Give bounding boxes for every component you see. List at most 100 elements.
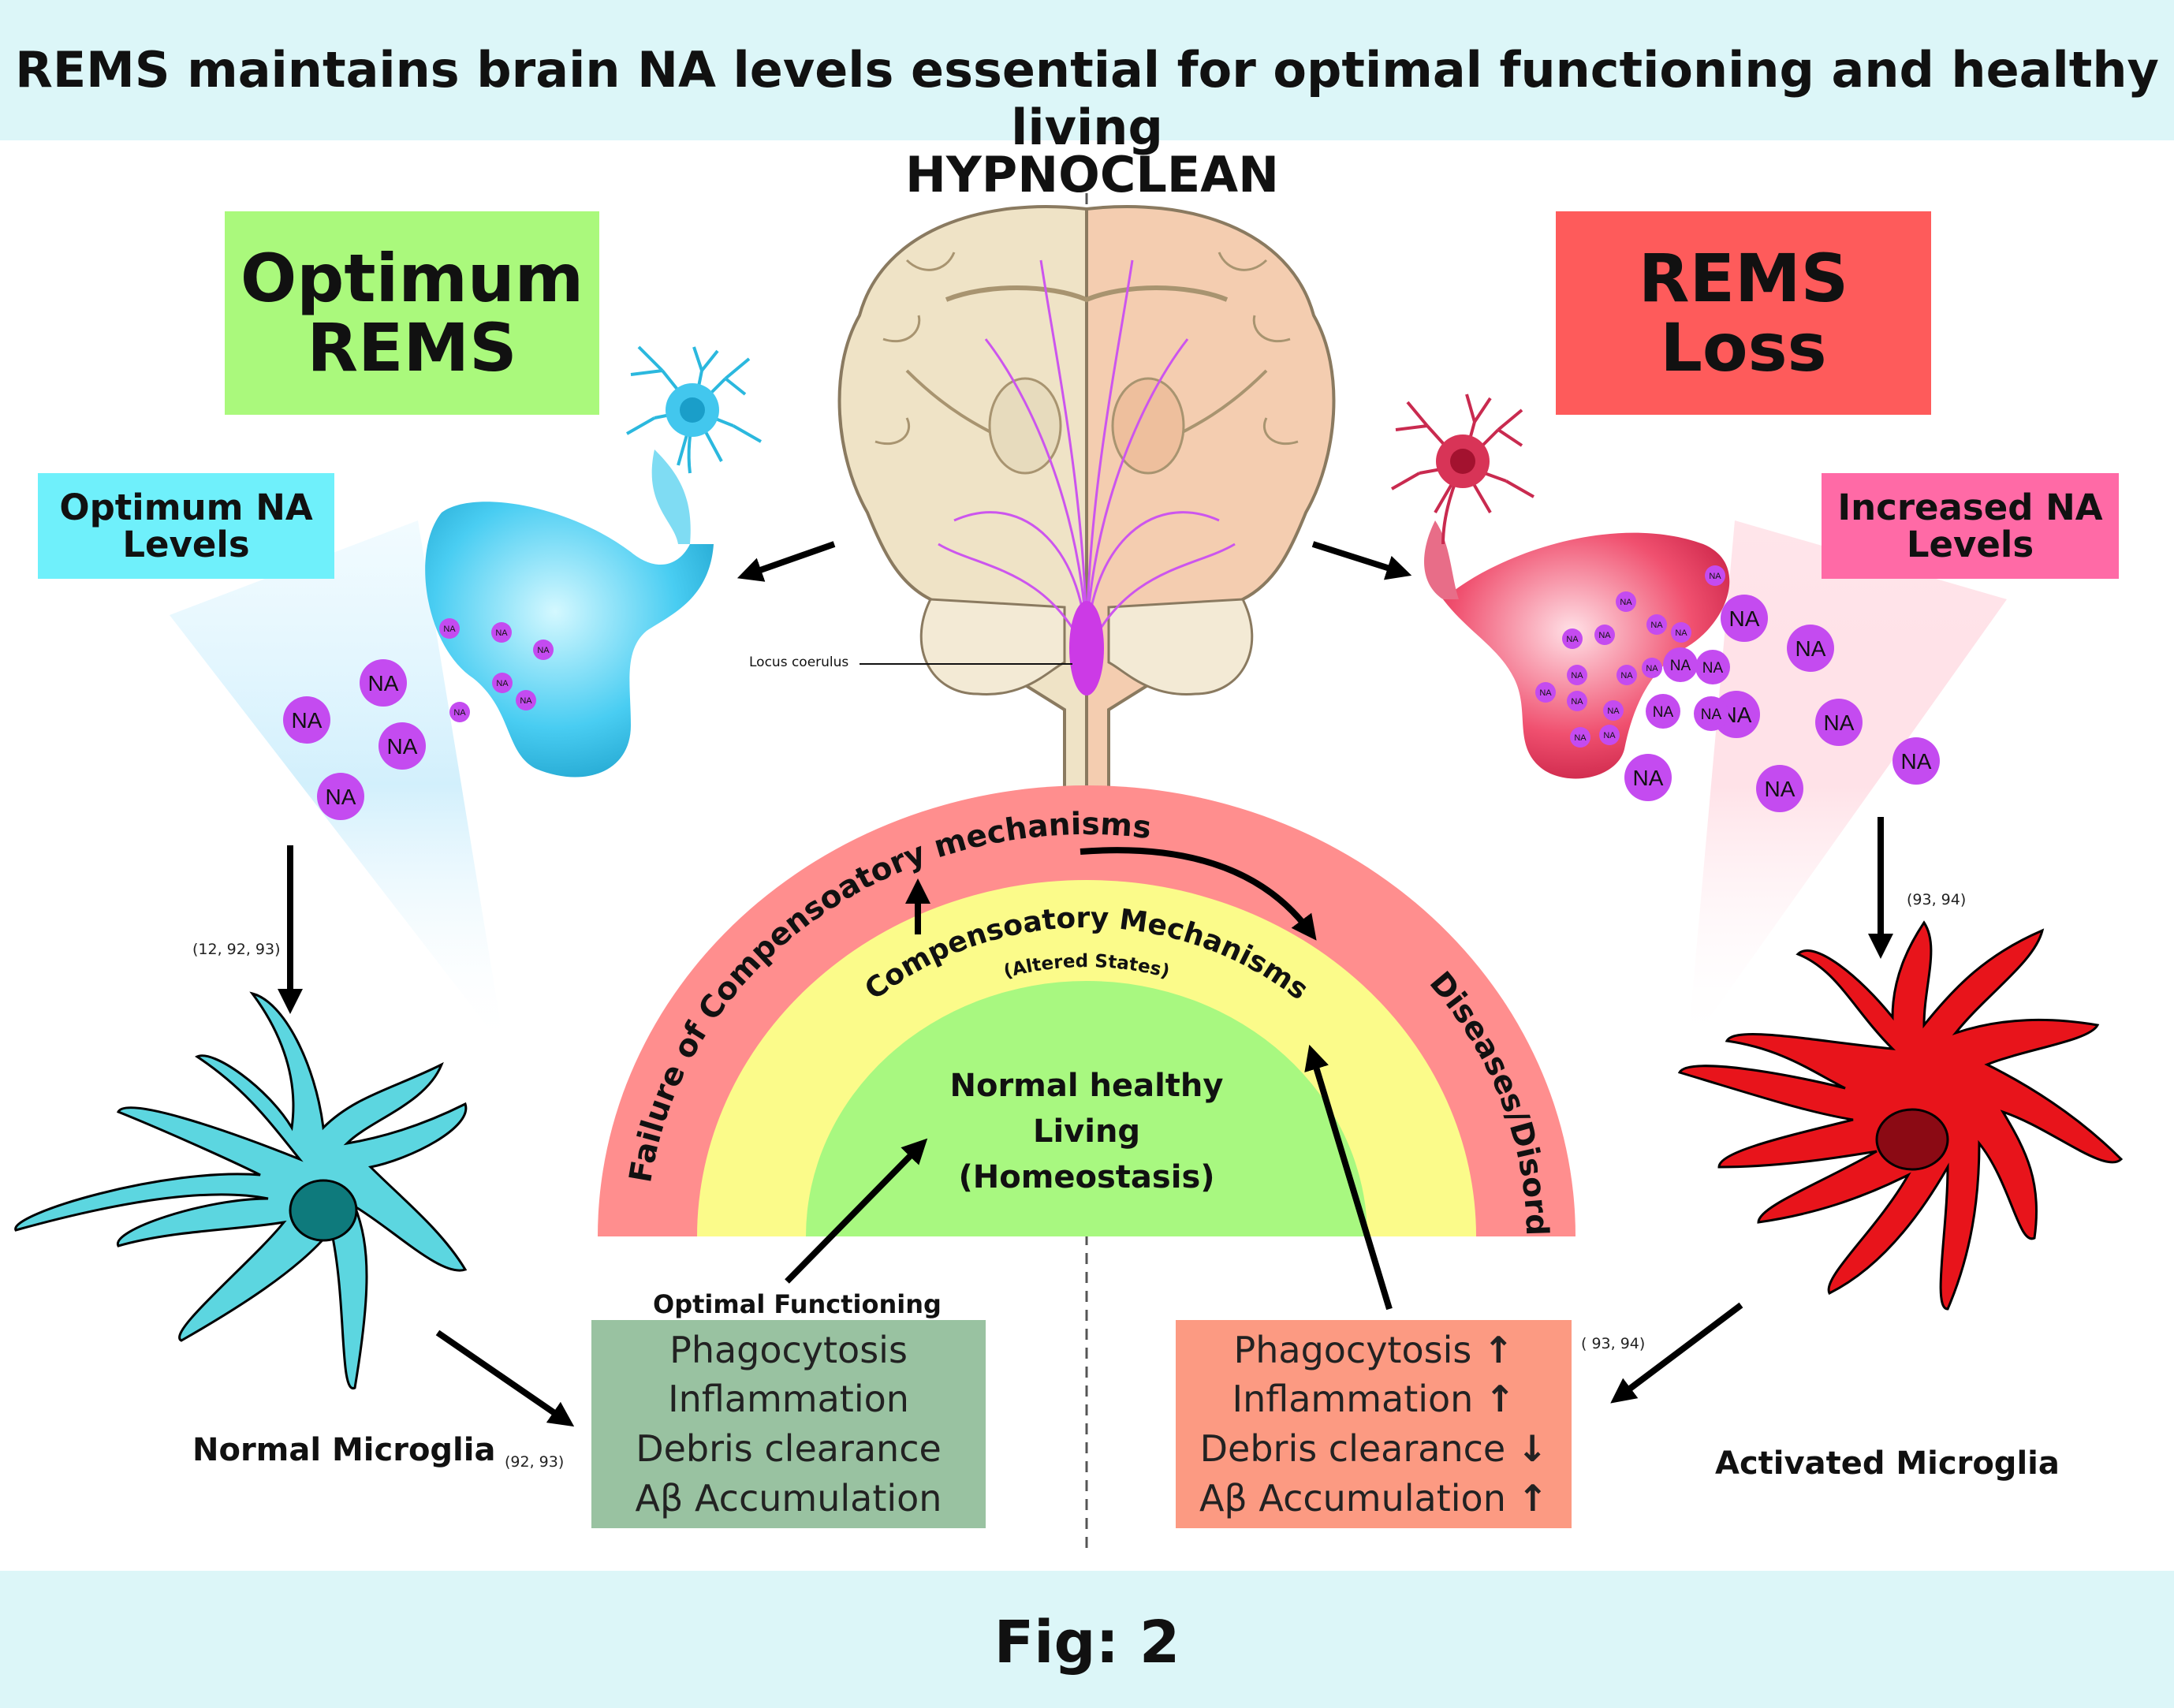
na-vesicle bbox=[1570, 727, 1590, 748]
na-vesicle bbox=[439, 618, 460, 639]
na-vesicle-label: NA bbox=[1574, 733, 1587, 743]
altered-item-arrow: ↓ bbox=[1516, 1427, 1548, 1470]
na-vesicle bbox=[1756, 765, 1803, 812]
na-vesicle-label: NA bbox=[520, 696, 532, 706]
optimal-item: Inflammation bbox=[668, 1378, 909, 1421]
altered-item-arrow: ↑ bbox=[1484, 1378, 1516, 1421]
footer-band bbox=[0, 1571, 2174, 1708]
left-neuron-nucleus bbox=[680, 397, 705, 423]
na-vesicle-label: NA bbox=[1646, 664, 1658, 673]
altered-item: Inflammation ↑ bbox=[1232, 1374, 1516, 1424]
na-vesicle bbox=[1787, 625, 1834, 672]
left-axon-terminal bbox=[425, 449, 714, 778]
na-vesicle bbox=[1642, 658, 1662, 678]
arrow-optimal-to-healthy bbox=[785, 1138, 928, 1284]
na-vesicle bbox=[449, 702, 470, 722]
na-vesicle bbox=[1705, 565, 1725, 586]
figure-title: REMS maintains brain NA levels essential… bbox=[15, 41, 2159, 156]
normal-microglia-nucleus bbox=[289, 1179, 358, 1242]
na-vesicle-label: NA bbox=[495, 628, 508, 638]
na-vesicle bbox=[492, 673, 513, 693]
figure-caption: Fig: 2 bbox=[994, 1609, 1180, 1676]
rems-loss-box: REMS Loss bbox=[1556, 211, 1931, 415]
na-vesicle-label: NA bbox=[1675, 628, 1687, 638]
na-vesicle bbox=[1694, 696, 1728, 731]
activated-microglia-label: Activated Microglia bbox=[1715, 1445, 2060, 1482]
altered-item-text: Aβ Accumulation bbox=[1199, 1476, 1506, 1520]
brain-illustration bbox=[837, 205, 1336, 820]
activated-microglia-nucleus bbox=[1875, 1108, 1949, 1171]
na-vesicle bbox=[1599, 725, 1620, 745]
normal-microglia bbox=[14, 991, 468, 1389]
na-vesicle-label: NA bbox=[1709, 572, 1721, 581]
na-vesicle bbox=[1603, 700, 1624, 721]
na-vesicle-label: NA bbox=[1620, 671, 1633, 681]
na-vesicle-label: NA bbox=[326, 785, 356, 809]
optimal-functioning-box: Phagocytosis Inflammation Debris clearan… bbox=[591, 1320, 986, 1528]
na-vesicle-label: NA bbox=[1603, 731, 1616, 740]
na-vesicle-label: NA bbox=[1620, 598, 1632, 607]
na-vesicle-label: NA bbox=[1566, 635, 1579, 644]
homeostasis-line-3: (Homeostasis) bbox=[958, 1159, 1215, 1195]
na-vesicle-label: NA bbox=[1653, 704, 1674, 721]
optimal-item: Aβ Accumulation bbox=[635, 1476, 942, 1520]
na-vesicle-label: NA bbox=[292, 708, 323, 733]
na-vesicle-label: NA bbox=[1670, 658, 1691, 674]
na-vesicle bbox=[1892, 737, 1940, 785]
optimal-item: Phagocytosis bbox=[669, 1328, 908, 1371]
altered-item-arrow: ↑ bbox=[1482, 1328, 1514, 1371]
na-vesicle bbox=[378, 722, 426, 770]
na-vesicle bbox=[1646, 694, 1680, 729]
na-vesicle-label: NA bbox=[1598, 631, 1611, 640]
left-box-reference: (92, 93) bbox=[505, 1453, 565, 1471]
na-vesicle bbox=[516, 690, 536, 710]
na-vesicle-label: NA bbox=[1729, 606, 1760, 631]
na-vesicle bbox=[317, 773, 364, 820]
homeostasis-label: Normal healthy Living (Homeostasis) bbox=[915, 1057, 1259, 1206]
connector-arrows bbox=[278, 541, 1893, 1427]
altered-item-arrow: ↑ bbox=[1517, 1476, 1549, 1520]
altered-item-text: Debris clearance bbox=[1199, 1427, 1506, 1470]
optimum-rems-box: Optimum REMS bbox=[225, 211, 599, 415]
right-projection-cone bbox=[1687, 520, 2007, 1049]
arrow-right-microglia-to-box bbox=[1610, 1302, 1743, 1404]
na-vesicle bbox=[1617, 665, 1637, 685]
altered-item: Debris clearance ↓ bbox=[1200, 1424, 1548, 1474]
na-vesicle bbox=[1624, 754, 1672, 801]
na-vesicle bbox=[1815, 699, 1863, 746]
arrow-left-microglia-to-box bbox=[435, 1329, 575, 1427]
na-vesicle bbox=[1567, 665, 1587, 685]
altered-functioning-box: Phagocytosis ↑ Inflammation ↑ Debris cle… bbox=[1176, 1320, 1572, 1528]
na-vesicle-label: NA bbox=[1633, 766, 1664, 790]
optimal-item: Debris clearance bbox=[636, 1427, 942, 1470]
na-vesicle bbox=[283, 696, 330, 744]
optimum-na-levels-box: Optimum NA Levels bbox=[38, 473, 334, 579]
na-vesicle bbox=[1671, 622, 1691, 643]
na-vesicle bbox=[1562, 628, 1583, 649]
altered-item-text: Inflammation bbox=[1232, 1378, 1474, 1421]
na-vesicle-label: NA bbox=[537, 646, 550, 655]
na-vesicle-label: NA bbox=[387, 734, 418, 759]
arrow-brain-to-right bbox=[1311, 541, 1412, 580]
homeostasis-line-2: Living bbox=[1032, 1113, 1141, 1150]
na-vesicle-label: NA bbox=[1796, 636, 1826, 661]
na-vesicle-label: NA bbox=[1824, 710, 1855, 735]
arrow-altered-to-diseases bbox=[1304, 1044, 1393, 1311]
right-arrow-reference: (93, 94) bbox=[1907, 891, 1967, 908]
na-vesicle-label: NA bbox=[1650, 621, 1663, 630]
left-arrow-reference: (12, 92, 93) bbox=[192, 941, 281, 958]
na-vesicle-label: NA bbox=[1539, 688, 1552, 698]
altered-item-text: Phagocytosis bbox=[1233, 1328, 1472, 1371]
optimal-functioning-label: Optimal Functioning bbox=[653, 1289, 942, 1319]
na-vesicle-label: NA bbox=[443, 625, 456, 634]
na-vesicle-label: NA bbox=[496, 679, 509, 688]
na-vesicle-label: NA bbox=[1701, 707, 1722, 723]
na-vesicle-label: NA bbox=[1901, 749, 1932, 774]
na-vesicle bbox=[1616, 591, 1636, 612]
locus-coeruleus-label: Locus coerulus bbox=[749, 654, 849, 670]
inner-arc bbox=[806, 981, 1367, 1236]
right-neuron-nucleus bbox=[1450, 449, 1475, 474]
